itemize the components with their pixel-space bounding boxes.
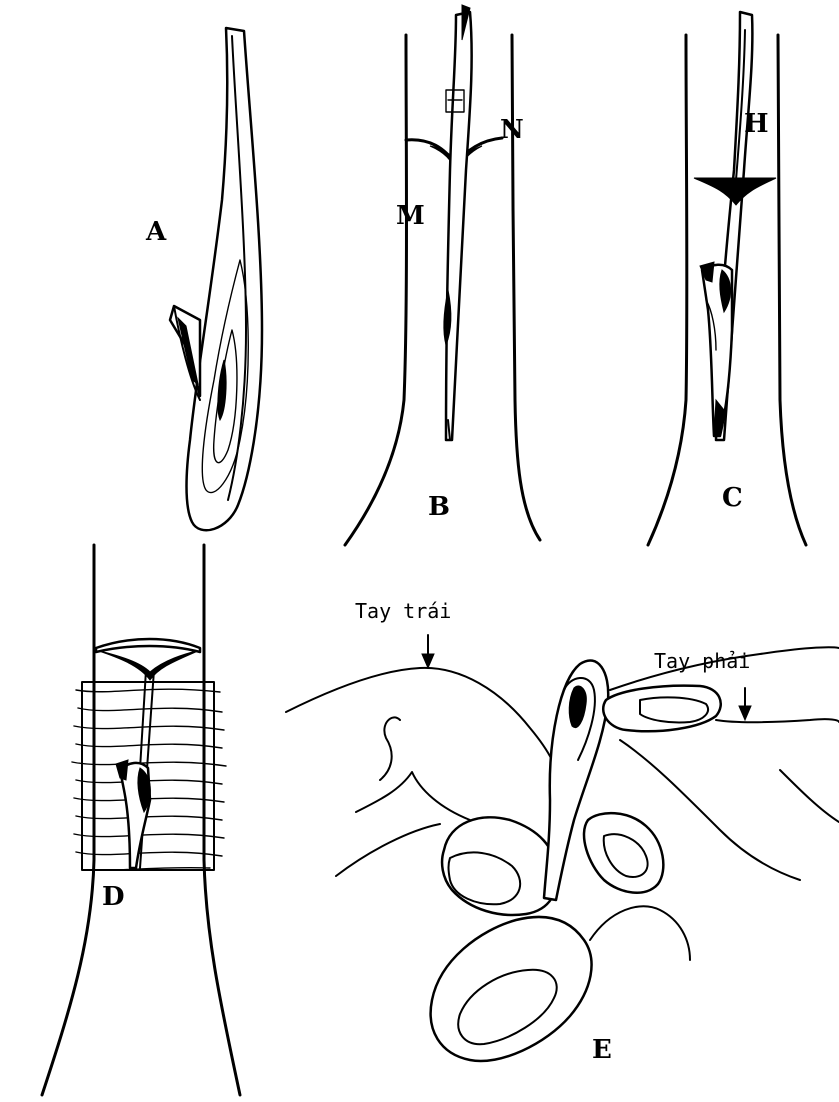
panel-d-wrapped — [42, 545, 240, 1095]
label-a: A — [145, 217, 167, 247]
label-b: B — [428, 492, 450, 522]
arrow-left-hand — [422, 635, 434, 668]
label-m: M — [396, 201, 425, 231]
panel-b-rootstock — [345, 5, 540, 545]
panel-a-scion — [170, 28, 262, 530]
caption-right-hand: Tay phải — [654, 649, 750, 673]
label-c: C — [722, 483, 743, 513]
arrow-right-hand — [739, 688, 751, 720]
label-n: N — [500, 115, 524, 145]
panel-e-hands — [286, 647, 839, 1061]
label-e: E — [592, 1035, 612, 1065]
label-h: H — [744, 109, 769, 139]
label-d: D — [102, 882, 125, 912]
caption-left-hand: Tay trái — [355, 599, 451, 623]
panel-c-inserted-bud — [648, 12, 806, 545]
